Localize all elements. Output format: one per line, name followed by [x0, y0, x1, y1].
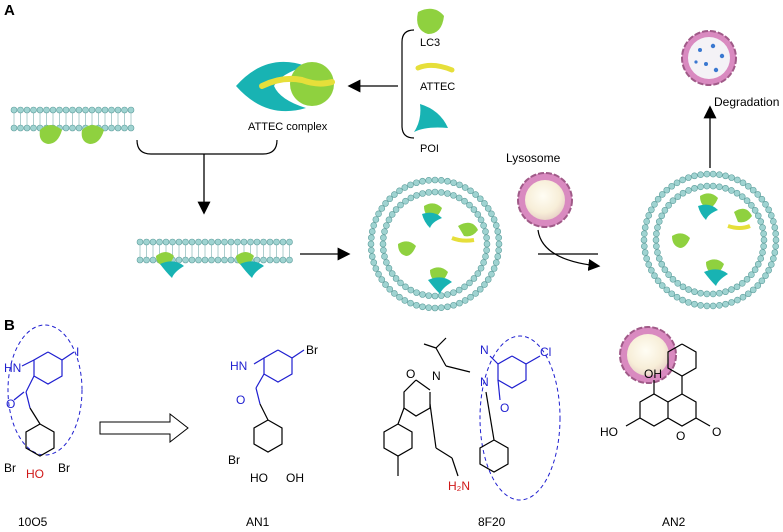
- attec-label: ATTEC: [420, 81, 455, 93]
- attec-complex-label: ATTEC complex: [248, 121, 328, 133]
- compound-8f20-name: 8F20: [478, 515, 506, 529]
- svg-text:Br: Br: [4, 461, 16, 475]
- svg-text:HN: HN: [230, 359, 247, 373]
- compound-an1: Br HN O Br HO OH: [228, 343, 318, 485]
- attec-icon: [415, 62, 455, 73]
- autolysosome-cargo: [672, 193, 752, 286]
- compound-10o5: I HN O Br Br HO: [4, 324, 83, 481]
- svg-text:H₂N: H₂N: [448, 479, 470, 493]
- lc3-label: LC3: [420, 37, 440, 49]
- svg-text:Br: Br: [306, 343, 318, 357]
- panel-b-letter: B: [4, 317, 15, 334]
- membrane-lc3-pair: [39, 125, 104, 144]
- autolysosome-lysosome: [619, 326, 677, 384]
- svg-text:O: O: [500, 401, 509, 415]
- autophagosome-cargo: [398, 203, 478, 294]
- autophagosome: [367, 176, 503, 312]
- compound-an2-name: AN2: [662, 515, 686, 529]
- degradation-label: Degradation: [714, 95, 779, 109]
- components-bracket: [401, 29, 415, 139]
- svg-text:HO: HO: [26, 467, 44, 481]
- poi-label: POI: [420, 143, 439, 155]
- svg-text:OH: OH: [286, 471, 304, 485]
- svg-text:OH: OH: [644, 367, 662, 381]
- autolysosome: [640, 170, 780, 310]
- compound-an1-name: AN1: [246, 515, 270, 529]
- compound-an2: OH HO O O: [600, 343, 721, 443]
- svg-text:HO: HO: [250, 471, 268, 485]
- lc3-icon: [417, 8, 444, 35]
- svg-text:Br: Br: [228, 453, 240, 467]
- svg-text:O: O: [406, 367, 415, 381]
- degradation-vesicle: [681, 30, 737, 86]
- svg-text:N: N: [432, 369, 441, 383]
- svg-text:O: O: [712, 425, 721, 439]
- lysosome: [517, 172, 573, 228]
- svg-text:HN: HN: [4, 361, 21, 375]
- poi-icon: [414, 104, 448, 132]
- svg-text:N: N: [480, 375, 489, 389]
- compound-8f20: Cl N N O O N H₂N: [383, 335, 561, 501]
- svg-text:O: O: [236, 393, 245, 407]
- svg-text:I: I: [76, 345, 79, 359]
- merge-bracket: [136, 139, 278, 155]
- flat-membrane-1: [10, 106, 135, 132]
- svg-text:HO: HO: [600, 425, 618, 439]
- fusion-arrow: [537, 229, 601, 271]
- attec-complex-icon: [236, 61, 335, 112]
- transform-arrow: [99, 412, 189, 444]
- membrane-complex-pair: [156, 252, 264, 278]
- svg-text:O: O: [6, 397, 15, 411]
- compound-10o5-name: 10O5: [18, 515, 48, 529]
- svg-text:O: O: [676, 429, 685, 443]
- svg-text:Cl: Cl: [540, 345, 551, 359]
- svg-text:N: N: [480, 343, 489, 357]
- lysosome-label: Lysosome: [506, 151, 561, 165]
- panel-a-letter: A: [4, 2, 15, 19]
- svg-text:Br: Br: [58, 461, 70, 475]
